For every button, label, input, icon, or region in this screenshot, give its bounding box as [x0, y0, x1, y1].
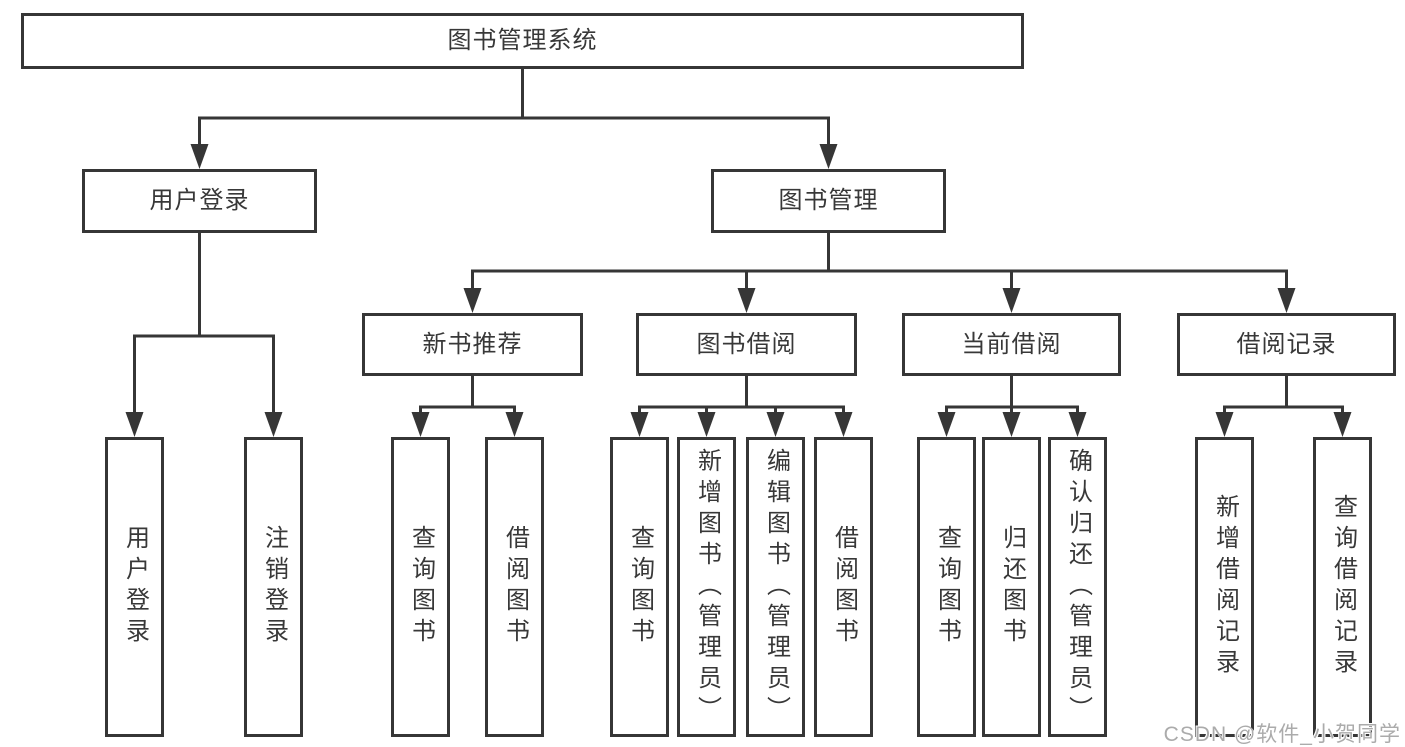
node-leaf-query-book-borrow: 查询图书: [610, 437, 669, 737]
node-leaf-user-login: 用户登录: [105, 437, 164, 737]
arrowhead-to-current-borrow: [1002, 288, 1021, 313]
arrowhead-to-leaf-query-book-borrow: [630, 412, 649, 437]
node-leaf-confirm-return: 确认归还（管理员）: [1048, 437, 1107, 737]
edge-new-book-rec: [411, 374, 524, 437]
node-label-borrow-record: 借阅记录: [1236, 330, 1337, 358]
node-leaf-return-book: 归还图书: [982, 437, 1041, 737]
arrowhead-to-leaf-borrow-book-new: [505, 412, 524, 437]
arrowhead-to-leaf-add-book: [697, 412, 716, 437]
arrowhead-to-leaf-query-book-new: [411, 412, 430, 437]
arrowhead-to-leaf-add-borrow-record: [1215, 412, 1234, 437]
node-label-leaf-query-book-current: 查询图书: [933, 525, 961, 649]
arrowhead-to-leaf-return-book: [1002, 412, 1021, 437]
edge-book-mgmt: [463, 231, 1296, 313]
edge-borrow-record: [1215, 374, 1352, 437]
arrowhead-to-leaf-confirm-return: [1068, 412, 1087, 437]
node-label-leaf-logout: 注销登录: [260, 525, 288, 649]
node-leaf-query-borrow-record: 查询借阅记录: [1313, 437, 1372, 737]
node-leaf-edit-book: 编辑图书（管理员）: [746, 437, 805, 737]
node-root: 图书管理系统: [21, 13, 1024, 69]
arrowhead-to-new-book-rec: [463, 288, 482, 313]
node-label-leaf-add-book: 新增图书（管理员）: [693, 447, 721, 727]
node-label-book-mgmt: 图书管理: [778, 187, 879, 215]
arrowhead-to-leaf-logout: [264, 412, 283, 437]
node-label-root: 图书管理系统: [447, 27, 598, 55]
node-leaf-logout: 注销登录: [244, 437, 303, 737]
arrowhead-to-leaf-edit-book: [766, 412, 785, 437]
node-user-login: 用户登录: [82, 169, 317, 233]
edge-root: [190, 67, 838, 169]
node-label-leaf-user-login: 用户登录: [121, 525, 149, 649]
node-label-leaf-confirm-return: 确认归还（管理员）: [1064, 447, 1092, 727]
arrowhead-to-leaf-query-borrow-record: [1333, 412, 1352, 437]
node-label-leaf-query-borrow-record: 查询借阅记录: [1329, 494, 1357, 680]
arrowhead-to-leaf-query-book-current: [937, 412, 956, 437]
arrowhead-to-borrow-record: [1277, 288, 1296, 313]
edge-user-login: [125, 231, 283, 437]
node-book-mgmt: 图书管理: [711, 169, 946, 233]
node-label-leaf-edit-book: 编辑图书（管理员）: [762, 447, 790, 727]
node-label-user-login: 用户登录: [149, 187, 250, 215]
node-label-leaf-borrow-book-new: 借阅图书: [501, 525, 529, 649]
node-leaf-add-book: 新增图书（管理员）: [677, 437, 736, 737]
edge-current-borrow: [937, 374, 1087, 437]
node-label-leaf-borrow-book-borrow: 借阅图书: [830, 525, 858, 649]
node-leaf-borrow-book-borrow: 借阅图书: [814, 437, 873, 737]
node-label-leaf-query-book-new: 查询图书: [407, 525, 435, 649]
node-label-leaf-query-book-borrow: 查询图书: [626, 525, 654, 649]
node-label-leaf-add-borrow-record: 新增借阅记录: [1211, 494, 1239, 680]
node-borrow-record: 借阅记录: [1177, 313, 1396, 376]
node-label-leaf-return-book: 归还图书: [998, 525, 1026, 649]
csdn-watermark: CSDN @软件_小贺同学: [1163, 723, 1401, 746]
arrowhead-to-leaf-user-login: [125, 412, 144, 437]
node-leaf-add-borrow-record: 新增借阅记录: [1195, 437, 1254, 737]
node-leaf-query-book-new: 查询图书: [391, 437, 450, 737]
arrowhead-to-leaf-borrow-book-borrow: [834, 412, 853, 437]
arrowhead-to-book-mgmt: [819, 144, 838, 169]
edge-book-borrow: [630, 374, 853, 437]
node-new-book-rec: 新书推荐: [362, 313, 583, 376]
node-current-borrow: 当前借阅: [902, 313, 1121, 376]
node-leaf-borrow-book-new: 借阅图书: [485, 437, 544, 737]
arrowhead-to-user-login: [190, 144, 209, 169]
node-label-new-book-rec: 新书推荐: [422, 330, 523, 358]
node-label-book-borrow: 图书借阅: [696, 330, 797, 358]
node-leaf-query-book-current: 查询图书: [917, 437, 976, 737]
node-label-current-borrow: 当前借阅: [961, 330, 1062, 358]
node-book-borrow: 图书借阅: [636, 313, 857, 376]
arrowhead-to-book-borrow: [737, 288, 756, 313]
